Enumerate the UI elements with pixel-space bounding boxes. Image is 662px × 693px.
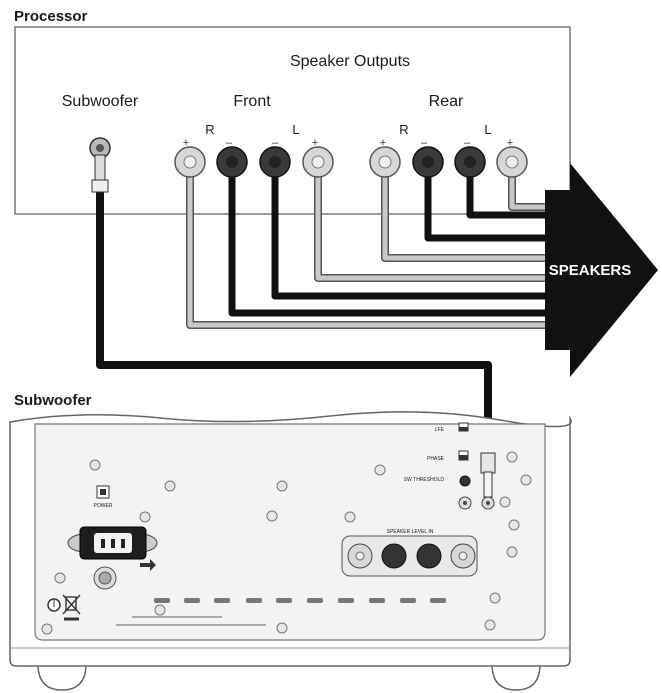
polarity-signs: + – – + + – – + — [183, 137, 513, 149]
subwoofer-title: Subwoofer — [14, 392, 92, 409]
svg-text:+: + — [380, 137, 386, 149]
rear-label: Rear — [429, 93, 464, 110]
panel-line2-label: PHASE — [427, 456, 445, 462]
vent-slots — [154, 598, 446, 603]
front-r-plus-terminal — [174, 146, 206, 178]
arrow-icon — [140, 559, 156, 571]
power-label: POWER — [94, 503, 113, 509]
rear-r-minus-wire — [424, 165, 545, 242]
sw-threshold-label: SW THRESHOLD — [404, 477, 445, 483]
svg-text:–: – — [421, 137, 428, 149]
rear-l-minus-wire — [466, 165, 545, 219]
fuse-holder — [93, 566, 117, 590]
svg-text:–: – — [272, 137, 279, 149]
speaker-level-in — [341, 535, 478, 577]
rear-l-plus-terminal — [496, 146, 528, 178]
svg-text:–: – — [464, 137, 471, 149]
svg-text:+: + — [312, 137, 318, 149]
rear-r-label: R — [399, 122, 408, 137]
panel-switches — [458, 422, 469, 461]
subwoofer-cable — [96, 188, 492, 455]
rear-l-plus-wire — [509, 165, 545, 210]
rear-l-label: L — [484, 122, 491, 137]
front-l-minus-terminal — [259, 146, 291, 178]
speakers-arrow-label: SPEAKERS — [549, 262, 632, 279]
svg-text:+: + — [507, 137, 513, 149]
front-r-label: R — [205, 122, 214, 137]
power-inlet — [67, 526, 158, 560]
front-label: Front — [233, 93, 271, 110]
processor-title: Processor — [14, 8, 88, 25]
front-r-minus-wire — [228, 165, 545, 317]
rear-r-minus-terminal — [412, 146, 444, 178]
subwoofer-rca-output — [89, 137, 111, 193]
front-l-plus-wire — [315, 165, 545, 281]
front-r-plus-wire — [187, 165, 545, 328]
front-l-minus-wire — [271, 165, 545, 300]
panel-screws — [41, 451, 532, 635]
svg-text:–: – — [226, 137, 233, 149]
rear-l-minus-terminal — [454, 146, 486, 178]
speaker-outputs-heading: Speaker Outputs — [290, 53, 410, 70]
front-l-plus-terminal — [302, 146, 334, 178]
panel-line1-label: LFE — [435, 427, 445, 433]
front-r-minus-terminal — [216, 146, 248, 178]
svg-text:+: + — [183, 137, 189, 149]
speaker-level-in-label: SPEAKER LEVEL IN — [387, 529, 434, 535]
fine-print — [116, 616, 266, 626]
rear-r-plus-terminal — [369, 146, 401, 178]
weee-bin-icon — [62, 594, 81, 621]
speakers-arrow — [545, 163, 658, 377]
ground-icon — [47, 598, 61, 612]
power-switch — [96, 485, 110, 499]
front-l-label: L — [292, 122, 299, 137]
speaker-wires — [96, 165, 545, 455]
rear-r-plus-wire — [382, 165, 545, 261]
subwoofer-output-label: Subwoofer — [62, 93, 139, 110]
subwoofer-cable-plug — [480, 452, 496, 498]
